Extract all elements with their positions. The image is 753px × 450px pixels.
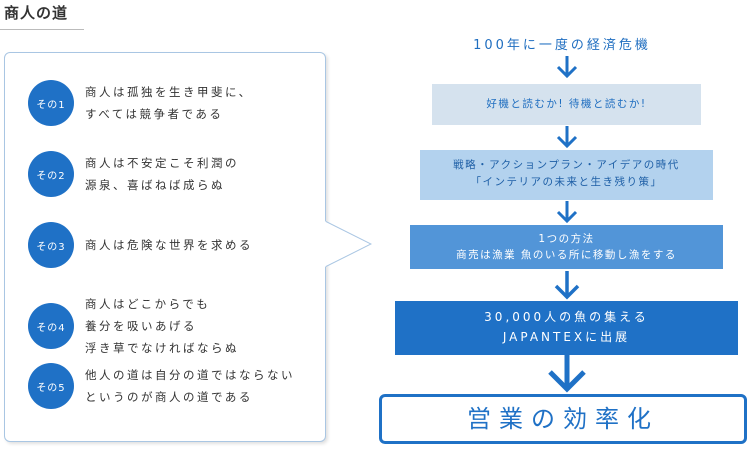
rule-text: 商人は孤独を生き甲斐に、 すべては競争者である [85, 85, 253, 121]
rule-item-5: その5 他人の道は自分の道ではならない というのが商人の道である [28, 363, 295, 409]
flow-step-2: 戦略・アクションプラン・アイデアの時代 「インテリアの未来と生き残り策」 [420, 150, 713, 200]
rule-badge: その2 [28, 151, 74, 197]
flow-header: 100年に一度の経済危機 [473, 38, 651, 53]
down-arrow-icon [555, 200, 579, 224]
rule-item-2: その2 商人は不安定こそ利潤の 源泉、喜ばねば成らぬ [28, 151, 239, 197]
flow-step-1: 好機と読むか! 待機と読むか! [432, 84, 701, 125]
rule-item-1: その1 商人は孤独を生き甲斐に、 すべては競争者である [28, 80, 253, 126]
rule-item-3: その3 商人は危険な世界を求める [28, 222, 253, 268]
rule-badge: その1 [28, 80, 74, 126]
down-arrow-icon [553, 270, 581, 300]
flow-step-4: 30,000人の魚の集える JAPANTEXに出展 [395, 301, 738, 355]
rule-text: 他人の道は自分の道ではならない というのが商人の道である [85, 368, 295, 404]
rule-item-4: その4 商人はどこからでも 養分を吸いあげる 浮き草でなければならぬ [28, 293, 239, 359]
page-title: 商人の道 [4, 4, 69, 22]
rule-badge: その4 [28, 303, 74, 349]
speech-bubble-tail [324, 221, 372, 267]
rule-text: 商人は不安定こそ利潤の 源泉、喜ばねば成らぬ [85, 156, 239, 192]
flow-step-5: 営業の効率化 [379, 394, 747, 444]
title-underline [0, 29, 84, 30]
rule-badge: その3 [28, 222, 74, 268]
rule-text: 商人は危険な世界を求める [85, 238, 253, 252]
rule-badge: その5 [28, 363, 74, 409]
down-arrow-icon [555, 125, 579, 149]
rule-text: 商人はどこからでも 養分を吸いあげる 浮き草でなければならぬ [85, 297, 239, 355]
down-arrow-icon [555, 55, 579, 79]
down-arrow-icon [546, 354, 588, 394]
flow-step-3: 1つの方法 商売は漁業 魚のいる所に移動し漁をする [410, 225, 723, 269]
